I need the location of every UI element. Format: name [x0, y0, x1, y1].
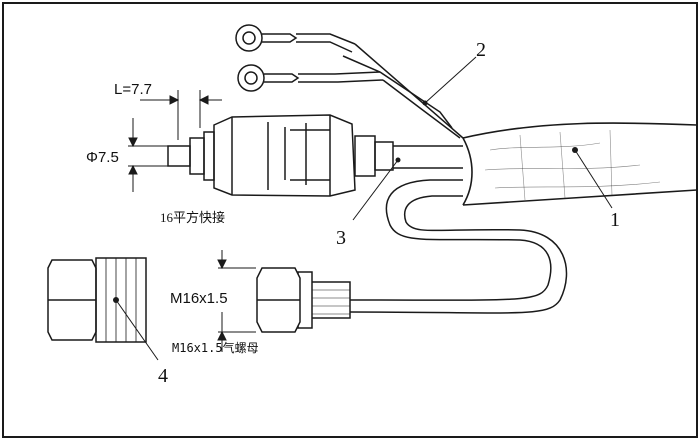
- length-label: L=7.7: [114, 81, 152, 98]
- air-nut-label: M16x1.5气螺母: [172, 340, 259, 355]
- diameter-label: Φ7.5: [86, 149, 119, 166]
- quick-connector: [167, 114, 463, 197]
- ring-terminals: [235, 24, 464, 139]
- air-hose: [349, 179, 568, 314]
- callout-2: 2: [476, 39, 486, 61]
- air-nut: [47, 257, 147, 343]
- main-cable: [462, 122, 698, 206]
- leader-line-2: [424, 56, 477, 104]
- callout-1: 1: [610, 209, 620, 231]
- leader-line-1: [574, 149, 613, 209]
- callout-3: 3: [336, 227, 346, 249]
- callout-4: 4: [158, 365, 168, 387]
- thread-label: M16x1.5: [170, 290, 228, 307]
- diameter-dimension: [128, 118, 170, 192]
- quick-connector-label: 16平方快接: [160, 210, 225, 225]
- length-dimension: [140, 90, 222, 140]
- leader-line-3: [352, 159, 399, 221]
- leader-line-4: [115, 299, 159, 361]
- air-fitting: [256, 267, 351, 333]
- thread-dimension: [217, 250, 256, 352]
